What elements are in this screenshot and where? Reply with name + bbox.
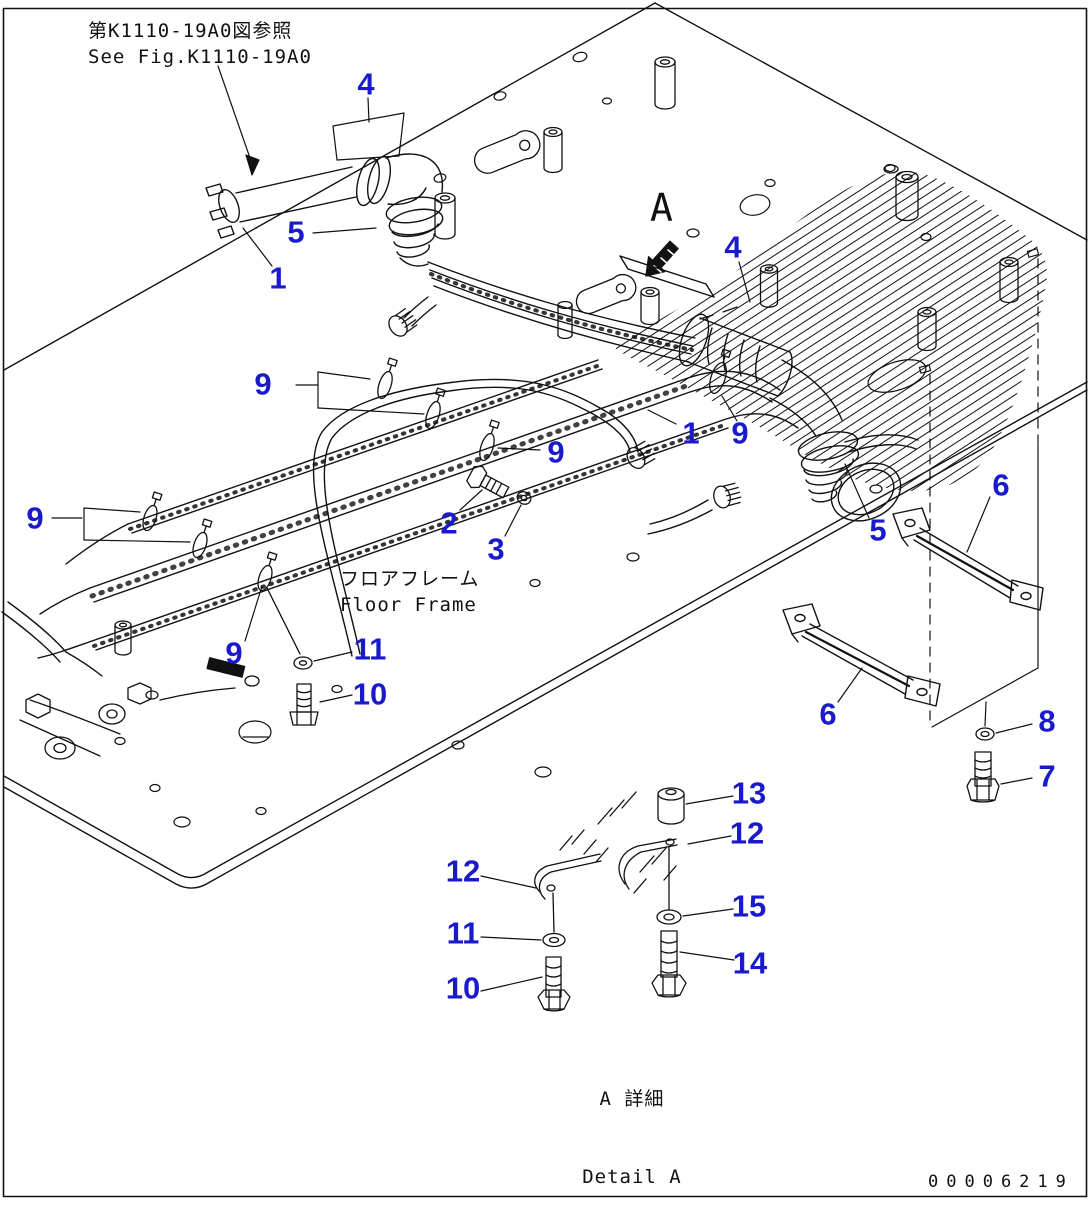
band-clamps xyxy=(142,348,732,592)
leader-lines xyxy=(51,65,1033,992)
corrugated-sleeve xyxy=(678,313,793,397)
callout-4: 4 xyxy=(724,229,742,265)
callout-10: 10 xyxy=(445,970,481,1006)
callout-5: 5 xyxy=(869,512,887,548)
callout-11: 11 xyxy=(353,631,387,667)
callout-7: 7 xyxy=(1038,758,1056,794)
page-border xyxy=(2,7,1088,1198)
detail-caption-jp: A 詳細 xyxy=(599,1088,665,1110)
callout-8: 8 xyxy=(1038,703,1056,739)
callout-13: 13 xyxy=(731,775,767,811)
view-a-marker: A xyxy=(650,186,675,230)
strap-bracket-2 xyxy=(782,603,941,707)
callout-5: 5 xyxy=(287,214,305,250)
bolt-7 xyxy=(966,751,1000,803)
strap-bracket-1 xyxy=(892,507,1044,611)
plate-holes xyxy=(114,51,932,828)
view-a-arrow xyxy=(619,240,715,298)
floor-frame-plate xyxy=(3,2,1088,889)
callout-9: 9 xyxy=(731,415,749,451)
floor-frame-label-jp: フロアフレーム xyxy=(340,568,480,590)
callout-14: 14 xyxy=(732,945,768,981)
see-fig-note-en: See Fig.K1110-19A0 xyxy=(88,46,312,68)
detail-a-parts xyxy=(534,787,687,1012)
hose-fittings xyxy=(388,307,742,509)
callout-4: 4 xyxy=(357,66,375,102)
callout-2: 2 xyxy=(440,505,458,541)
doc-number: 00006219 xyxy=(928,1172,1074,1192)
washer-8 xyxy=(975,727,995,741)
hose-end-cluster xyxy=(19,651,260,760)
callout-12: 12 xyxy=(445,853,481,889)
bolt-2-nut-3 xyxy=(466,465,532,505)
duct-elbow-lower xyxy=(769,359,919,522)
hose-bundle-upper xyxy=(427,261,696,363)
callout-12: 12 xyxy=(729,815,765,851)
mid-washer-bolt xyxy=(266,587,319,726)
link-bosses xyxy=(473,130,637,315)
callout-6: 6 xyxy=(819,696,837,732)
callout-10: 10 xyxy=(352,676,388,712)
callout-9: 9 xyxy=(254,366,272,402)
mount-reference-lines xyxy=(918,248,1040,728)
hose-runs xyxy=(1,359,799,663)
callout-6: 6 xyxy=(992,467,1010,503)
callout-1: 1 xyxy=(682,415,700,451)
corrugated-duct-area xyxy=(615,171,1048,491)
detail-caption-en: Detail A xyxy=(582,1166,682,1188)
callout-9: 9 xyxy=(26,500,44,536)
callout-3: 3 xyxy=(487,531,505,567)
callout-9: 9 xyxy=(225,635,243,671)
callout-1: 1 xyxy=(269,260,287,296)
callout-15: 15 xyxy=(731,888,767,924)
floor-frame-label-en: Floor Frame xyxy=(340,594,477,616)
callout-9: 9 xyxy=(547,434,565,470)
looping-hose xyxy=(312,296,713,657)
callout-11: 11 xyxy=(446,915,480,951)
duct-elbow-upper xyxy=(205,153,444,267)
see-fig-note-jp: 第K1110-19A0図参照 xyxy=(88,20,293,42)
